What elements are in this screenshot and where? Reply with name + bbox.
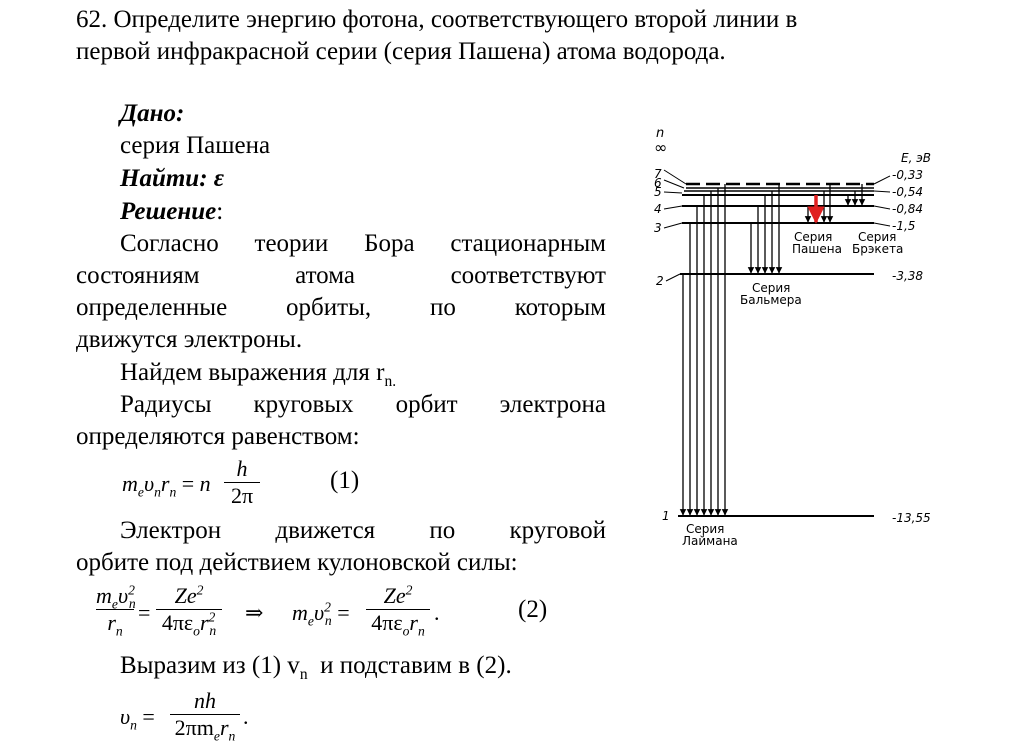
energy-header: E, эВ [901,151,931,165]
word: движется [275,517,376,544]
level-n-1: 1 [662,509,670,523]
level-n-4: 4 [654,202,662,216]
word: которым [514,294,606,321]
solution-heading-text: Решение [120,198,217,225]
para1-line-3: определенные орбиты, по которым [76,292,606,324]
brackett-label-1: Серия [858,230,896,244]
eq3-fraction: nh 2πmern [170,688,240,743]
energy-5: -0,54 [892,185,923,199]
eq2-left-fraction: meυ2n rn [96,582,136,639]
word: по [429,294,456,321]
word: орбиты, [286,294,372,321]
balmer-transitions [747,184,783,274]
word: Радиусы [120,391,212,418]
word: определенные [76,294,228,321]
brackett-transitions [844,184,866,206]
paschen-label-1: Серия [794,230,832,244]
energy-3: -1,5 [892,219,915,233]
level-n-7: 7 [654,167,662,181]
word: атома [295,262,355,289]
lyman-transitions [686,184,729,516]
lyman-label-1: Серия [686,522,724,536]
eq2-equals-1: = [138,600,151,625]
word: стационарным [450,230,606,257]
para2-text: Найдем выражения для r [120,359,385,386]
para1-line-4: движутся электроны. [76,326,303,353]
eq2-rhs-left: meυ2n = [292,599,350,629]
eq2-dot: . [434,600,440,625]
eq1-lhs: meυnrn = n [122,471,211,500]
word: соответствуют [450,262,606,289]
level-n-3: 3 [654,221,662,235]
solution-heading-colon: : [216,198,224,225]
given-value: серия Пашена [120,132,271,159]
para1-line-1: Согласно теории Бора стационарным [120,228,606,260]
paschen-transitions [804,184,834,223]
level-n-6: 6 [654,176,662,190]
solution-heading: Решение: [120,196,223,228]
brackett-label-2: Брэкета [852,242,903,256]
eq2-number: (2) [518,596,548,623]
axis-infinity: ∞ [654,138,667,157]
find-heading: Найти: ε [120,165,225,192]
para2: Найдем выражения для rn. [120,357,396,389]
eq2-rhs-fraction: Ze2 4πεorn [366,583,430,638]
problem-line-1: 62. Определите энергию фотона, соответст… [76,6,798,33]
word: круговой [509,517,606,544]
eq1-number: (1) [330,467,360,494]
para3-line-1: Радиусы круговых орбит электрона [120,389,606,421]
word: Согласно [120,230,219,257]
energy-4: -0,84 [892,202,923,216]
lyman-label-2: Лаймана [682,534,738,548]
para2-sub: n. [384,373,397,390]
word: Бора [364,230,415,257]
para4-line-2: орбите под действием кулоновской силы: [76,549,518,576]
level-n-5: 5 [654,185,662,199]
energy-2: -3,38 [892,269,923,283]
word: состояниям [76,262,200,289]
eq3-lhs: υn = [120,704,155,733]
eq2-implies: ⇒ [245,600,264,625]
eq1-fraction: h 2π [224,456,260,509]
word: по [429,517,456,544]
paschen-label-2: Пашена [792,242,842,256]
eq2-mid-fraction: Ze2 4πεor2n [156,583,222,638]
axis-n-label: n [656,126,664,141]
word: Электрон [120,517,222,544]
energy-7: -0,33 [892,168,923,182]
para5: Выразим из (1) vn и подставим в (2). [120,652,512,683]
problem-line-2: первой инфракрасной серии (серия Пашена)… [76,38,726,65]
balmer-label-1: Серия [752,281,790,295]
level-n-2: 2 [656,274,664,288]
para1-line-2: состояниям атома соответствуют [76,260,606,292]
word: орбит [395,391,458,418]
word: теории [254,230,329,257]
word: электрона [499,391,606,418]
para3-line-2: определяются равенством: [76,423,360,450]
word: круговых [253,391,354,418]
eq3-dot: . [243,704,249,729]
energy-1: -13,55 [892,511,931,525]
para4-line-1: Электрон движется по круговой [120,515,606,547]
given-heading: Дано: [120,100,185,127]
balmer-label-2: Бальмера [740,293,802,307]
